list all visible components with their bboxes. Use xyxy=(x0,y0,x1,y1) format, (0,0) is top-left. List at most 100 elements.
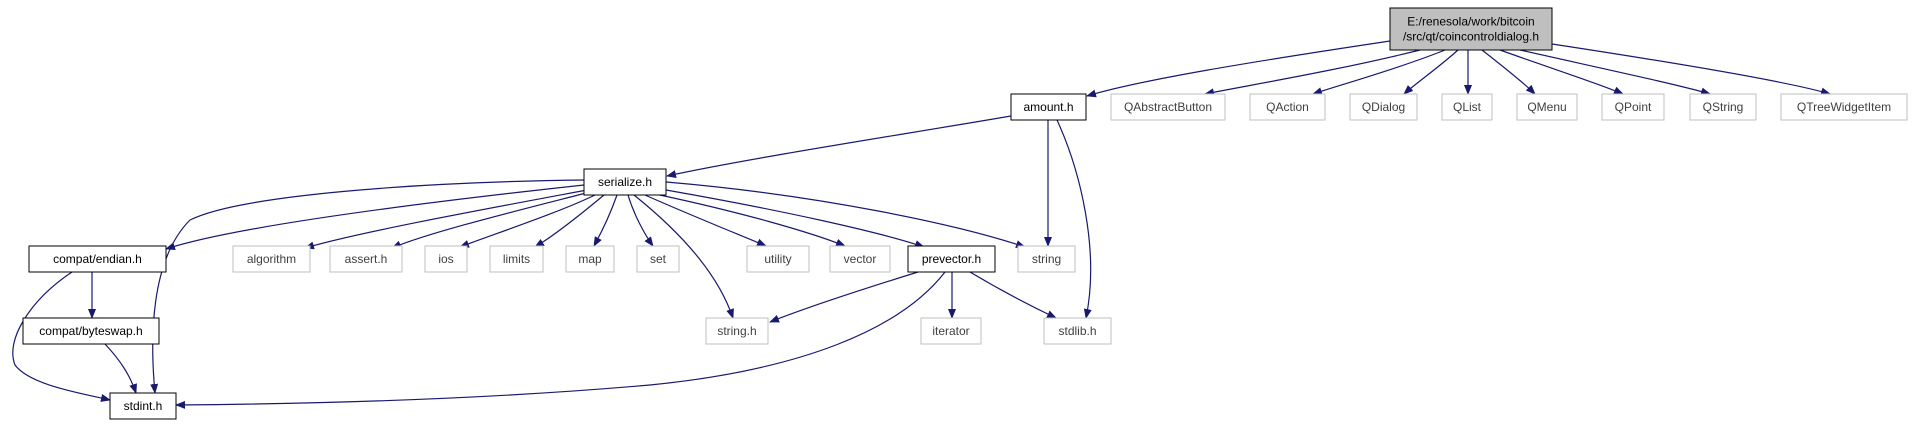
node-box xyxy=(1017,245,1076,273)
edge-root-to-qpoint xyxy=(1499,49,1624,95)
node-label: set xyxy=(650,252,667,266)
node-box xyxy=(28,245,167,273)
node-box xyxy=(424,245,468,273)
edge-amount-to-stdlib xyxy=(1056,119,1092,319)
node-label: vector xyxy=(844,252,877,266)
nodes-layer: E:/renesola/work/bitcoin/src/qt/coincont… xyxy=(22,7,1908,420)
node-qstring: QString xyxy=(1689,93,1757,121)
node-string: string xyxy=(1017,245,1076,273)
node-label: map xyxy=(578,252,602,266)
node-label: prevector.h xyxy=(922,252,981,266)
node-label: algorithm xyxy=(247,252,296,266)
node-qtreewidgetitem: QTreeWidgetItem xyxy=(1780,93,1908,121)
node-box xyxy=(1601,93,1665,121)
node-amount[interactable]: amount.h xyxy=(1010,93,1087,121)
node-label: QList xyxy=(1453,100,1482,114)
node-label: QAction xyxy=(1266,100,1309,114)
node-qaction: QAction xyxy=(1249,93,1326,121)
node-map: map xyxy=(565,245,615,273)
node-qmenu: QMenu xyxy=(1516,93,1578,121)
node-label: assert.h xyxy=(345,252,388,266)
edge-root-to-amount xyxy=(1086,40,1391,98)
node-label: stdlib.h xyxy=(1058,324,1096,338)
edge-byteswap-to-stdint xyxy=(104,343,137,394)
edge-serialize-to-set xyxy=(627,194,654,247)
edge-prevector-to-stdlib xyxy=(969,271,1057,319)
edge-serialize-to-limits xyxy=(534,194,605,248)
node-label: E:/renesola/work/bitcoin xyxy=(1407,15,1534,29)
node-label: iterator xyxy=(932,324,969,338)
node-box xyxy=(705,317,769,345)
edge-root-to-qtreewidgetitem xyxy=(1551,43,1831,96)
node-label: serialize.h xyxy=(598,175,652,189)
node-box xyxy=(1010,93,1087,121)
node-label: ios xyxy=(438,252,453,266)
node-limits: limits xyxy=(489,245,544,273)
node-root[interactable]: E:/renesola/work/bitcoin/src/qt/coincont… xyxy=(1389,7,1553,51)
edge-root-to-qstring xyxy=(1519,49,1711,96)
node-box xyxy=(746,245,810,273)
node-box xyxy=(1249,93,1326,121)
node-label: compat/endian.h xyxy=(53,252,142,266)
node-box xyxy=(1110,93,1226,121)
edge-prevector-to-stdint xyxy=(175,271,946,409)
node-label: QTreeWidgetItem xyxy=(1797,100,1891,114)
node-box xyxy=(232,245,311,273)
edge-serialize-to-ios xyxy=(459,194,596,248)
edge-serialize-to-assert xyxy=(391,191,591,249)
node-box xyxy=(1689,93,1757,121)
node-stringh: string.h xyxy=(705,317,769,345)
edge-root-to-qdialog xyxy=(1403,49,1459,95)
node-label: string.h xyxy=(717,324,756,338)
node-label: limits xyxy=(503,252,530,266)
node-label: /src/qt/coincontroldialog.h xyxy=(1403,30,1539,44)
node-qdialog: QDialog xyxy=(1349,93,1418,121)
node-box xyxy=(1043,317,1112,345)
node-vector: vector xyxy=(829,245,891,273)
node-stdlib: stdlib.h xyxy=(1043,317,1112,345)
node-prevector[interactable]: prevector.h xyxy=(907,245,996,273)
node-box xyxy=(1389,7,1553,51)
node-box xyxy=(583,168,667,196)
node-set: set xyxy=(636,245,680,273)
edge-serialize-to-algorithm xyxy=(304,189,588,250)
node-ios: ios xyxy=(424,245,468,273)
node-box xyxy=(920,317,982,345)
edge-root-to-qabstractbutton xyxy=(1204,49,1421,97)
node-endian[interactable]: compat/endian.h xyxy=(28,245,167,273)
node-box xyxy=(1516,93,1578,121)
edge-serialize-to-map xyxy=(593,194,618,247)
edge-prevector-to-stringh xyxy=(769,271,919,323)
node-label: QMenu xyxy=(1527,100,1566,114)
node-label: stdint.h xyxy=(124,399,163,413)
node-box xyxy=(489,245,544,273)
edge-serialize-to-utility xyxy=(644,194,767,247)
node-qlist: QList xyxy=(1441,93,1493,121)
node-box xyxy=(1780,93,1908,121)
node-box xyxy=(1441,93,1493,121)
node-box xyxy=(109,392,177,420)
edge-serialize-to-stringh xyxy=(633,194,734,319)
node-qpoint: QPoint xyxy=(1601,93,1665,121)
edges-layer xyxy=(12,40,1831,409)
node-label: compat/byteswap.h xyxy=(39,324,142,338)
node-assert: assert.h xyxy=(329,245,403,273)
edge-serialize-to-prevector xyxy=(665,189,925,248)
edge-serialize-to-string xyxy=(665,181,1026,248)
edge-serialize-to-vector xyxy=(654,193,846,247)
node-qabstractbutton: QAbstractButton xyxy=(1110,93,1226,121)
node-utility: utility xyxy=(746,245,810,273)
node-box xyxy=(636,245,680,273)
node-label: QPoint xyxy=(1615,100,1652,114)
edge-root-to-qaction xyxy=(1312,49,1446,95)
edge-root-to-qmenu xyxy=(1481,49,1536,95)
node-serialize[interactable]: serialize.h xyxy=(583,168,667,196)
edge-amount-to-serialize xyxy=(666,115,1012,179)
node-label: QAbstractButton xyxy=(1124,100,1212,114)
node-label: QDialog xyxy=(1362,100,1405,114)
node-byteswap[interactable]: compat/byteswap.h xyxy=(22,317,160,345)
node-box xyxy=(565,245,615,273)
node-stdint[interactable]: stdint.h xyxy=(109,392,177,420)
edge-endian-to-stdint xyxy=(12,271,111,402)
